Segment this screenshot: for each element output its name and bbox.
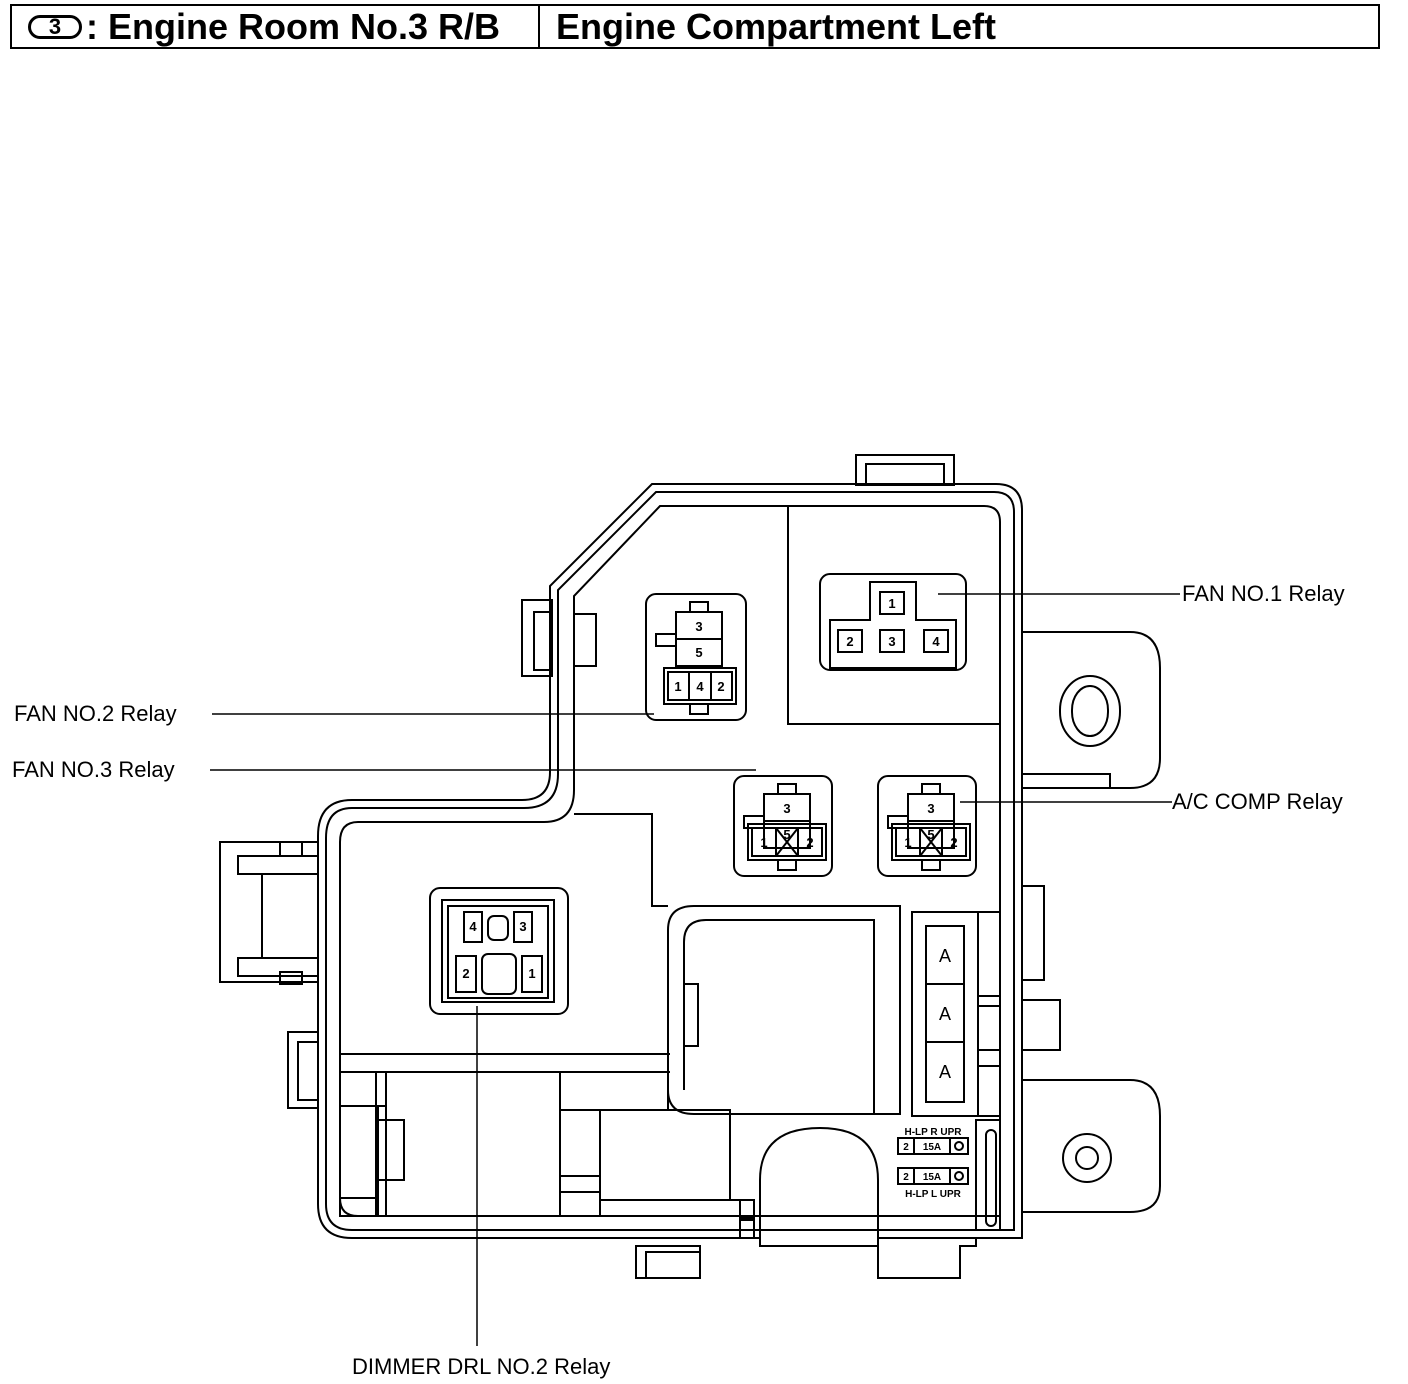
dimmer-pin-3: 3 — [519, 919, 526, 934]
fuse-upper-amp: 15A — [923, 1142, 941, 1153]
fan2-relay-label: FAN NO.2 Relay — [14, 701, 177, 726]
fan3-pin-3: 3 — [783, 801, 790, 816]
fuse-slot-a-1: A — [939, 946, 951, 966]
fan2-pin-1: 1 — [674, 679, 681, 694]
fuse-slot-column — [911, 911, 1001, 1117]
fan2-pin-4: 4 — [696, 679, 704, 694]
circle-number-badge: 3 — [28, 15, 82, 39]
fan3-relay-label: FAN NO.3 Relay — [12, 757, 175, 782]
fan2-pin-3: 3 — [695, 619, 702, 634]
housing-inner-2 — [339, 505, 1001, 1217]
internal-partitions — [339, 506, 1001, 1279]
fan3-pin-2: 2 — [806, 835, 813, 850]
dimmer-pin-1: 1 — [528, 966, 535, 981]
fuse-lower-pos: 2 — [903, 1172, 909, 1183]
right-lower-ear — [1021, 885, 1161, 1213]
fuse-upper-pos: 2 — [903, 1142, 909, 1153]
ac-pin-1: 1 — [904, 835, 911, 850]
fan1-pin-1: 1 — [888, 596, 895, 611]
housing-inner-1 — [325, 491, 1015, 1231]
ac-comp-relay-label: A/C COMP Relay — [1172, 789, 1343, 814]
dimmer-relay-label: DIMMER DRL NO.2 Relay — [352, 1354, 610, 1379]
fuse-slot-a-2: A — [939, 1004, 951, 1024]
housing-outer — [317, 483, 1023, 1247]
ac-pin-3: 3 — [927, 801, 934, 816]
right-upper-ear — [1021, 631, 1161, 789]
fuse-upper-name: H-LP R UPR — [904, 1127, 962, 1138]
fan1-relay-label: FAN NO.1 Relay — [1182, 581, 1345, 606]
fan3-pin-1: 1 — [760, 835, 767, 850]
fan3-pin-5: 5 — [783, 827, 790, 842]
ac-pin-2: 2 — [950, 835, 957, 850]
fan3-relay — [733, 775, 833, 877]
fan1-pin-2: 2 — [846, 634, 853, 649]
fan1-relay — [819, 573, 967, 671]
fan1-pin-3: 3 — [888, 634, 895, 649]
ac-pin-5: 5 — [927, 827, 934, 842]
fan2-relay — [645, 593, 747, 721]
fuse-lower-amp: 15A — [923, 1172, 941, 1183]
dimmer-pin-4: 4 — [469, 919, 477, 934]
dimmer-relay — [429, 887, 569, 1015]
fan1-pin-4: 4 — [932, 634, 940, 649]
dimmer-pin-2: 2 — [462, 966, 469, 981]
fan2-pin-5: 5 — [695, 645, 702, 660]
top-tab — [855, 454, 955, 486]
leader-lines — [210, 593, 1180, 1346]
left-upper-tab — [521, 599, 597, 677]
fuse-slot-a-3: A — [939, 1062, 951, 1082]
title-divider — [538, 6, 540, 47]
title-right: Engine Compartment Left — [556, 6, 997, 47]
ac-comp-relay — [877, 775, 977, 877]
title-bar: 3 : Engine Room No.3 R/B Engine Compartm… — [10, 4, 1380, 49]
fuse-lower-name: H-LP L UPR — [905, 1189, 962, 1200]
left-side-tabs — [219, 841, 319, 1109]
fan2-pin-2: 2 — [717, 679, 724, 694]
fuse-block — [897, 1137, 969, 1185]
title-left: : Engine Room No.3 R/B — [86, 6, 500, 47]
